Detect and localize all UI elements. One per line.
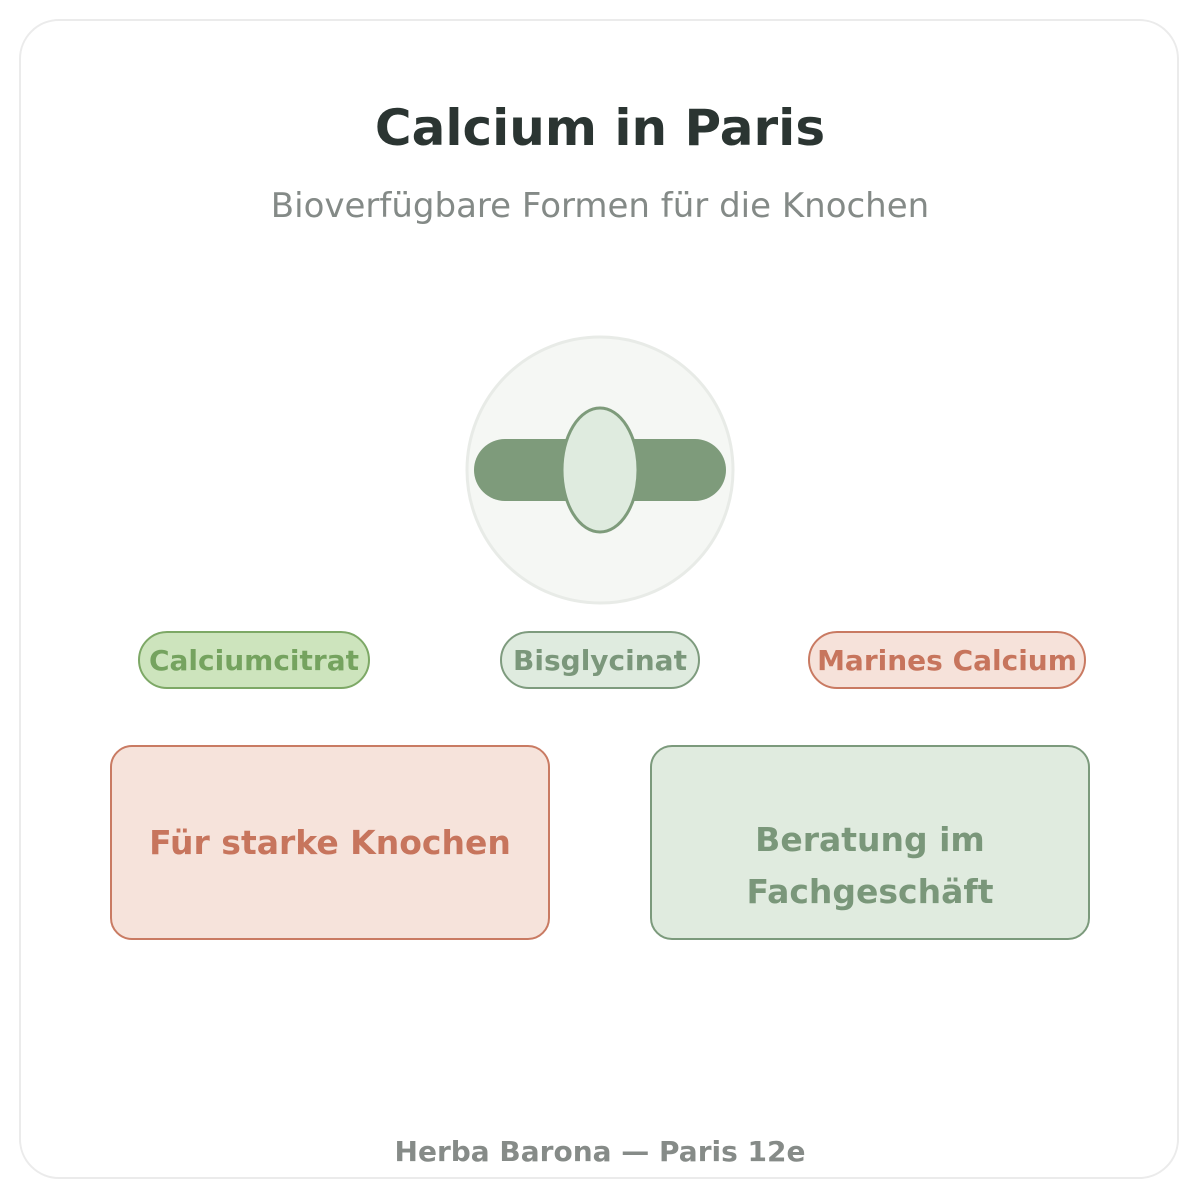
footer-credit: Herba Barona — Paris 12e <box>394 1135 806 1168</box>
page-subtitle: Bioverfügbare Formen für die Knochen <box>270 186 930 226</box>
capsule-icon <box>465 335 735 605</box>
page-title: Calcium in Paris <box>374 99 826 157</box>
benefit-box: Für starke Knochen <box>110 745 550 940</box>
advice-box-label: Beratung im Fachgeschäft <box>746 819 994 911</box>
form-tag-marines-calcium: Marines Calcium <box>808 631 1086 689</box>
advice-box: Beratung im Fachgeschäft <box>650 745 1090 940</box>
capsule-center-oval <box>560 406 640 534</box>
form-tag-calciumcitrat: Calciumcitrat <box>138 631 370 689</box>
form-tag-bisglycinat: Bisglycinat <box>500 631 700 689</box>
benefit-box-label: Für starke Knochen <box>149 822 511 862</box>
